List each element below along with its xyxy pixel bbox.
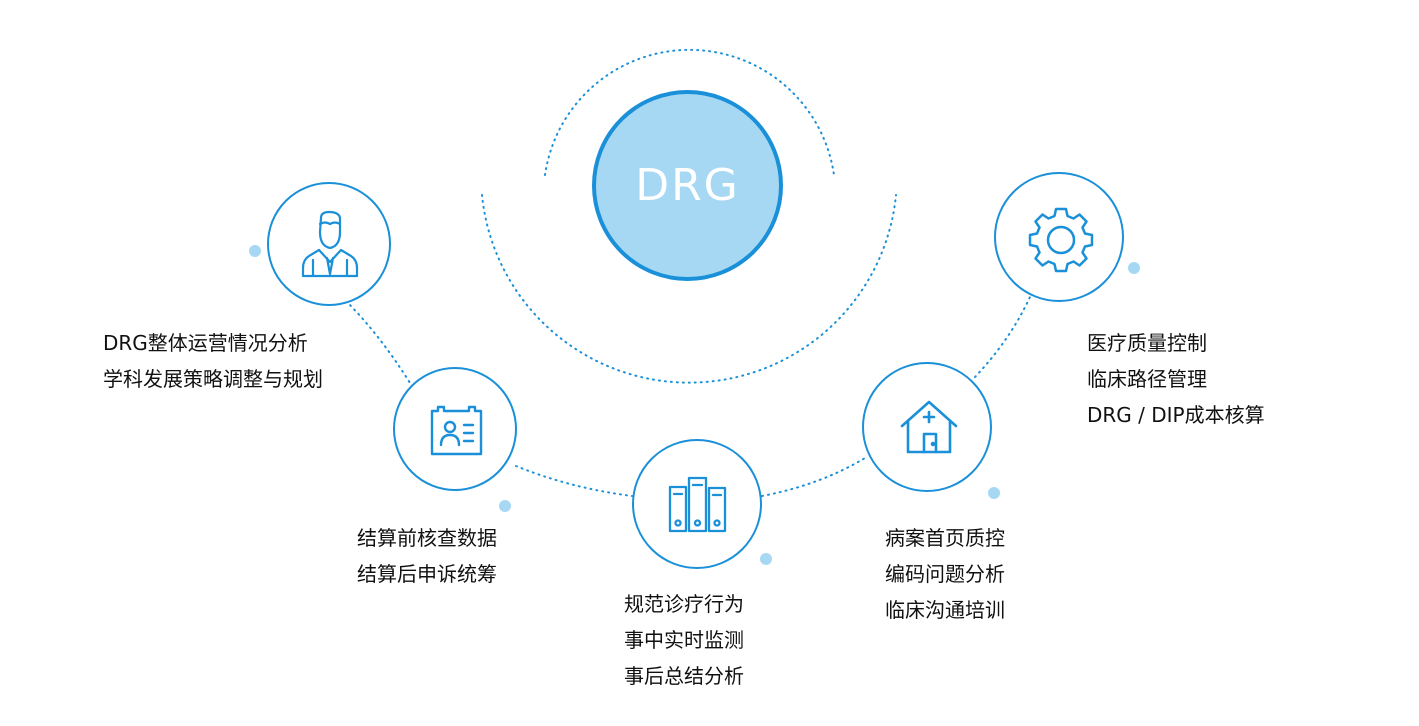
node-label-medical-record-qc: 病案首页质控 编码问题分析 临床沟通培训 bbox=[885, 520, 1005, 628]
binders-icon bbox=[668, 476, 727, 533]
center-title: DRG bbox=[635, 160, 740, 211]
gear-icon bbox=[1028, 207, 1094, 273]
node-medical-record-qc bbox=[862, 362, 992, 492]
node-dot bbox=[249, 245, 261, 257]
drg-center-circle: DRG bbox=[592, 90, 783, 281]
label-line: 事中实时监测 bbox=[624, 628, 744, 652]
doctor-icon bbox=[301, 210, 359, 278]
label-line: 学科发展策略调整与规划 bbox=[103, 367, 323, 391]
node-quality-control bbox=[994, 172, 1124, 302]
node-label-settlement-check: 结算前核查数据 结算后申诉统筹 bbox=[357, 520, 497, 592]
id-card-icon bbox=[430, 405, 483, 456]
node-diagnosis-monitoring bbox=[632, 439, 762, 569]
node-dot bbox=[988, 487, 1000, 499]
label-line: 病案首页质控 bbox=[885, 526, 1005, 550]
label-line: 结算前核查数据 bbox=[357, 526, 497, 550]
label-line: 临床沟通培训 bbox=[885, 598, 1005, 622]
label-line: 事后总结分析 bbox=[624, 664, 744, 688]
label-line: 规范诊疗行为 bbox=[624, 592, 744, 616]
node-operation-analysis bbox=[267, 182, 391, 306]
label-line: DRG / DIP成本核算 bbox=[1087, 403, 1265, 427]
label-line: 编码问题分析 bbox=[885, 562, 1005, 586]
node-label-diagnosis-monitoring: 规范诊疗行为 事中实时监测 事后总结分析 bbox=[624, 586, 744, 694]
label-line: DRG整体运营情况分析 bbox=[103, 331, 308, 355]
node-settlement-check bbox=[393, 367, 517, 491]
node-label-operation-analysis: DRG整体运营情况分析 学科发展策略调整与规划 bbox=[103, 325, 323, 397]
label-line: 临床路径管理 bbox=[1087, 367, 1207, 391]
hospital-icon bbox=[900, 400, 958, 454]
node-dot bbox=[499, 500, 511, 512]
node-dot bbox=[760, 553, 772, 565]
node-label-quality-control: 医疗质量控制 临床路径管理 DRG / DIP成本核算 bbox=[1087, 325, 1265, 433]
label-line: 结算后申诉统筹 bbox=[357, 562, 497, 586]
node-dot bbox=[1128, 262, 1140, 274]
label-line: 医疗质量控制 bbox=[1087, 331, 1207, 355]
